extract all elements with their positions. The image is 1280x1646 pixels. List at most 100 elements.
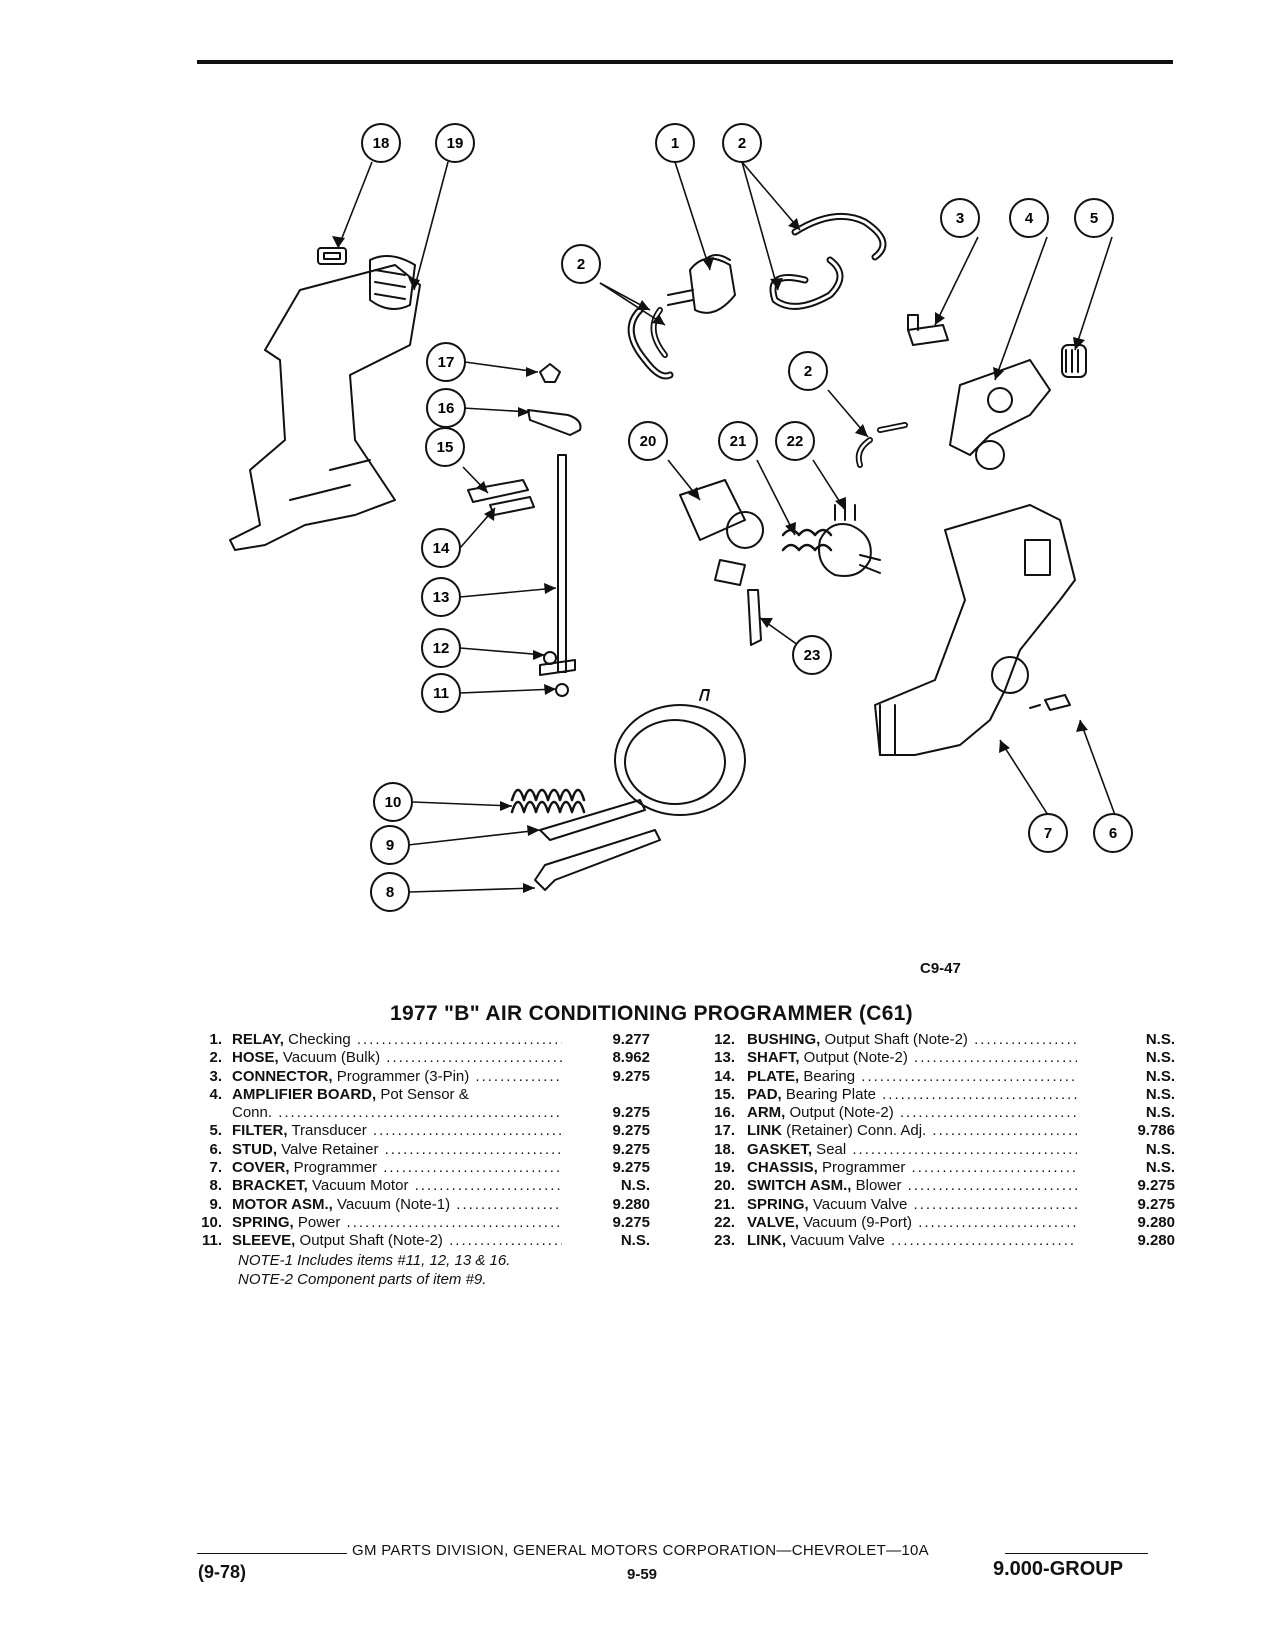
part-description: SHAFT, Output (Note-2) .................… [747,1049,1077,1067]
parts-row: 19. CHASSIS, Programmer .................… [705,1159,1175,1177]
part-name: CONNECTOR, [232,1067,333,1085]
parts-row: 3.CONNECTOR, Programmer (3-Pin) ........… [190,1068,660,1086]
leader-dots: ........................................… [449,1232,562,1250]
group-code: N.S. [620,1177,650,1195]
part-name: PLATE, [747,1067,800,1085]
callout-2: 2 [788,351,828,391]
note-2: NOTE-2 Component parts of item #9. [238,1271,487,1288]
part-detail: Vacuum (9-Port) [798,1213,913,1231]
leader-dots: ........................................… [384,1140,562,1158]
part-detail: Vacuum Valve [786,1232,885,1250]
callout-1: 1 [655,123,695,163]
part-description: ARM, Output (Note-2) ...................… [747,1104,1077,1122]
part-description: COVER, Programmer ......................… [232,1159,562,1177]
group-code: 9.275 [612,1213,650,1231]
callout-23: 23 [792,635,832,675]
callout-4: 4 [1009,198,1049,238]
parts-list-left: 1.RELAY, Checking ......................… [190,1031,660,1251]
callout-13: 13 [421,577,461,617]
leader-dots: ........................................… [456,1195,562,1213]
part-description: CHASSIS, Programmer ....................… [747,1159,1077,1177]
part-number: 20. [714,1177,735,1195]
leader-dots: ........................................… [899,1104,1077,1122]
callout-label: 14 [433,540,450,557]
parts-row: 5.FILTER, Transducer ...................… [190,1122,660,1140]
callout-label: 10 [385,794,402,811]
parts-row: 9.MOTOR ASM., Vacuum (Note-1) ..........… [190,1196,660,1214]
parts-row: 1.RELAY, Checking ......................… [190,1031,660,1049]
parts-row: Conn. ..................................… [190,1104,660,1122]
part-description: SWITCH ASM., Blower ....................… [747,1177,1077,1195]
callout-label: 12 [433,640,450,657]
part-name: VALVE, [747,1213,799,1231]
part-name: BUSHING, [747,1031,821,1048]
callout-label: 18 [373,135,390,152]
parts-row: 23.LINK, Vacuum Valve ..................… [705,1232,1175,1250]
callout-label: 9 [386,837,394,854]
callout-label: 20 [640,433,657,450]
callout-11: 11 [421,673,461,713]
part-detail: Pot Sensor & [376,1085,469,1103]
part-number: 14. [714,1067,735,1085]
leader-dots: ........................................… [346,1213,562,1231]
part-description: BUSHING, Output Shaft (Note-2) .........… [747,1031,1077,1049]
callout-label: 13 [433,589,450,606]
footer-group: 9.000-GROUP [993,1558,1124,1580]
callout-17: 17 [426,342,466,382]
cover-shape [874,504,1076,756]
group-code: 9.277 [612,1031,650,1048]
callout-label: 6 [1109,825,1117,842]
footer-rule-right [1005,1553,1148,1554]
part-detail: Programmer (3-Pin) [332,1067,470,1085]
leader-dots: ........................................… [891,1232,1077,1250]
parts-row: 21.SPRING, Vacuum Valve ................… [705,1196,1175,1214]
part-detail: Vacuum (Note-1) [332,1195,451,1213]
part-description: PAD, Bearing Plate .....................… [747,1086,1077,1104]
parts-row: 10.SPRING, Power .......................… [190,1214,660,1232]
part-number: 19. [714,1159,735,1177]
part-detail: Programmer [289,1159,378,1177]
part-number: 8. [209,1177,222,1195]
group-code: 9.786 [1137,1122,1175,1140]
part-detail: Bearing [799,1067,856,1085]
part-detail: Power [293,1213,341,1231]
callout-2: 2 [561,244,601,284]
callout-5: 5 [1074,198,1114,238]
callout-label: 23 [804,647,821,664]
group-code: N.S. [1145,1159,1175,1177]
part-number: 13. [714,1049,735,1067]
leader-dots: ........................................… [278,1104,562,1122]
part-number: 1. [209,1031,222,1048]
parts-row: 2.HOSE, Vacuum (Bulk) ..................… [190,1049,660,1067]
part-name: PAD, [747,1085,782,1103]
group-code: 9.280 [1137,1232,1175,1250]
group-code: 9.280 [612,1195,650,1213]
note-1: NOTE-1 Includes items #11, 12, 13 & 16. [238,1252,511,1269]
part-description: HOSE, Vacuum (Bulk) ....................… [232,1049,562,1067]
parts-row: 17.LINK (Retainer) Conn. Adj. ..........… [705,1122,1175,1140]
callout-2: 2 [722,123,762,163]
part-name: LINK, [747,1232,787,1250]
part-description: AMPLIFIER BOARD, Pot Sensor & [232,1086,562,1104]
part-number: 22. [714,1213,735,1231]
group-code: 8.962 [612,1049,650,1067]
part-detail: Vacuum (Bulk) [278,1049,381,1067]
part-description: VALVE, Vacuum (9-Port) .................… [747,1214,1077,1232]
parts-row: 6.STUD, Valve Retainer .................… [190,1141,660,1159]
callout-21: 21 [718,421,758,461]
part-number: 9. [209,1195,222,1213]
part-description: STUD, Valve Retainer ...................… [232,1141,562,1159]
part-name: SPRING, [747,1195,809,1213]
parts-row: 4.AMPLIFIER BOARD, Pot Sensor & [190,1086,660,1104]
parts-row: 12.BUSHING, Output Shaft (Note-2) ......… [705,1031,1175,1049]
part-number: 7. [209,1159,222,1177]
callout-6: 6 [1093,813,1133,853]
leader-dots: ........................................… [356,1031,562,1048]
part-number: 16. [714,1104,735,1122]
notes: NOTE-1 Includes items #11, 12, 13 & 16. … [238,1251,510,1289]
part-name: SPRING, [232,1213,294,1231]
parts-row: 8.BRACKET, Vacuum Motor ................… [190,1177,660,1195]
part-name: ARM, [747,1104,786,1122]
part-detail: (Retainer) Conn. Adj. [782,1122,927,1140]
